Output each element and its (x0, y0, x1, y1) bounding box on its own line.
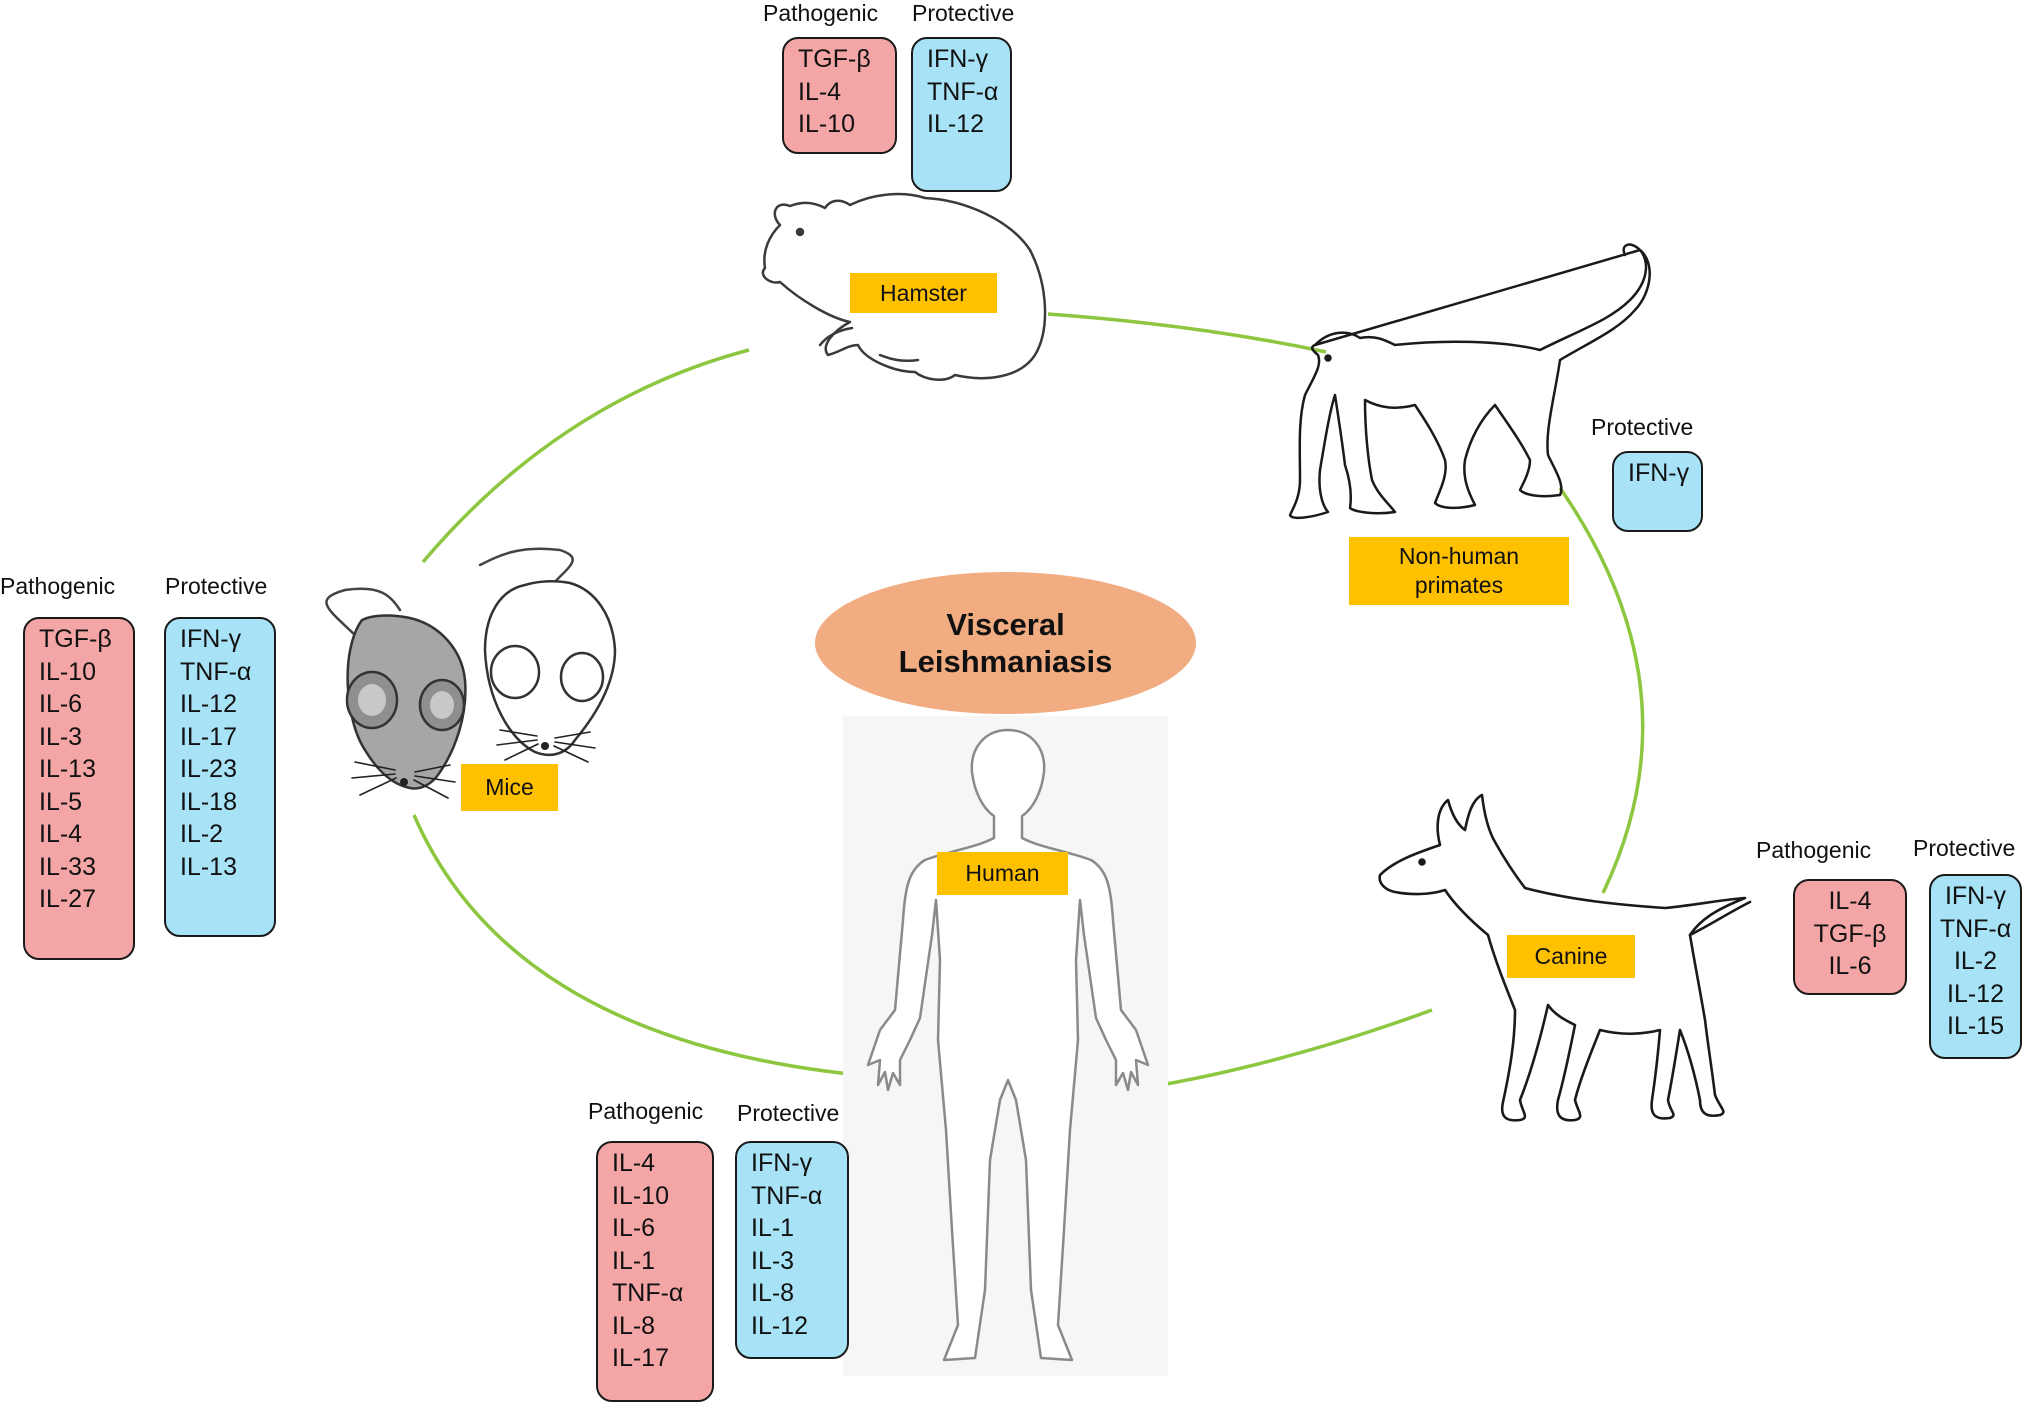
mice-pathogenic-cytokine: IL-4 (39, 820, 83, 848)
diagram-title: Visceral Leishmaniasis (898, 607, 1113, 679)
canine-pathogenic-cytokine: IL-4 (1828, 887, 1872, 915)
host-label-canine: Canine (1507, 935, 1635, 978)
primates-protective-box: IFN-γ (1612, 451, 1703, 532)
human-protective-cytokine: IL-8 (751, 1279, 795, 1307)
mice-pathogenic-cytokine: IL-6 (39, 690, 83, 718)
human-pathogenic-cytokine: IL-17 (612, 1344, 669, 1372)
human-pathogenic-cytokine: IL-1 (612, 1246, 656, 1275)
mice-pathogenic-cytokine: IL-13 (39, 755, 96, 783)
canine-protective-cytokine: IFN-γ (1944, 882, 2007, 910)
canine-protective-cytokine: TNF-α (1939, 914, 2012, 943)
canine-protective-header: Protective (1913, 835, 2016, 861)
human-pathogenic-cytokine: TNF-α (612, 1279, 684, 1307)
primates-protective-header: Protective (1591, 414, 1694, 440)
mice-protective-cytokine: IL-18 (180, 787, 237, 816)
human-silhouette-icon (843, 716, 1168, 1376)
host-label-mice: Mice (461, 764, 558, 811)
mice-pathogenic-cytokine: IL-5 (39, 787, 83, 816)
title-oval: Visceral Leishmaniasis (815, 572, 1196, 714)
host-label-hamster-text: Hamster (880, 279, 967, 306)
host-label-primates-text: Non-human primates (1398, 543, 1520, 598)
hamster-protective-cytokine: IFN-γ (927, 45, 989, 73)
host-label-human: Human (937, 852, 1068, 895)
monkey-icon (1288, 243, 1651, 520)
hamster-protective-cytokine: TNF-α (927, 77, 999, 106)
cycle-arc-primates-to-canine (1558, 487, 1645, 894)
mice-pathogenic-cytokine: IL-10 (39, 657, 96, 686)
mice-protective-cytokine: IL-13 (180, 852, 237, 881)
host-label-human-text: Human (965, 860, 1040, 886)
host-label-primates: Non-human primates (1349, 537, 1569, 605)
mice-protective-cytokine: TNF-α (180, 657, 252, 686)
canine-pathogenic-cytokine: IL-6 (1828, 952, 1872, 980)
canine-pathogenic-header: Pathogenic (1756, 837, 1872, 863)
hamster-pathogenic-cytokine: IL-10 (798, 110, 855, 138)
human-pathogenic-cytokine: IL-4 (612, 1149, 656, 1177)
human-protective-cytokine: IL-3 (751, 1246, 795, 1275)
human-protective-header: Protective (737, 1100, 840, 1126)
mice-protective-cytokine: IL-12 (180, 690, 237, 718)
canine-protective-cytokine: IL-15 (1947, 1012, 2004, 1040)
human-pathogenic-cytokine: IL-10 (612, 1181, 669, 1210)
mice-protective-cytokine: IL-2 (180, 820, 224, 848)
human-pathogenic-cytokine: IL-6 (612, 1214, 656, 1242)
mice-pathogenic-cytokine: TGF-β (39, 625, 112, 653)
cycle-arc-hamster-to-primates (1047, 312, 1327, 354)
host-cycle-ellipse (412, 312, 1645, 1099)
host-label-hamster: Hamster (850, 273, 997, 313)
hamster-pathogenic-header: Pathogenic (763, 0, 879, 26)
canine-protective-cytokine: IL-2 (1953, 947, 1998, 975)
cycle-arc-human-to-mice (412, 814, 926, 1082)
host-label-mice-text: Mice (485, 774, 534, 800)
mice-protective-cytokine: IL-17 (180, 722, 237, 751)
canine-pathogenic-cytokine: TGF-β (1813, 919, 1887, 948)
host-label-canine-text: Canine (1534, 943, 1608, 969)
hamster-icon (761, 192, 1047, 381)
human-protective-cytokine: IL-12 (751, 1311, 808, 1340)
mice-pathogenic-header: Pathogenic (0, 573, 116, 599)
human-protective-cytokine: IFN-γ (751, 1149, 813, 1177)
human-pathogenic-cytokine: IL-8 (612, 1311, 656, 1340)
hamster-pathogenic-cytokine: IL-4 (798, 77, 842, 106)
human-pathogenic-header: Pathogenic (588, 1098, 704, 1124)
cycle-arc-mice-to-hamster (421, 348, 750, 564)
mice-pathogenic-cytokine: IL-3 (39, 722, 83, 751)
mice-protective-cytokine: IFN-γ (180, 625, 242, 653)
human-protective-cytokine: IL-1 (751, 1214, 795, 1242)
dog-icon (1378, 793, 1752, 1122)
hamster-protective-header: Protective (912, 0, 1015, 26)
mice-protective-cytokine: IL-23 (180, 755, 237, 783)
mice-pathogenic-cytokine: IL-27 (39, 885, 96, 913)
human-protective-cytokine: TNF-α (751, 1181, 823, 1210)
primates-protective-cytokine: IFN-γ (1628, 459, 1690, 487)
mice-protective-header: Protective (165, 573, 268, 599)
canine-protective-cytokine: IL-12 (1947, 979, 2004, 1008)
hamster-protective-cytokine: IL-12 (927, 110, 984, 138)
mice-pathogenic-cytokine: IL-33 (39, 852, 96, 881)
hamster-pathogenic-cytokine: TGF-β (798, 45, 871, 73)
mouse-icon (325, 547, 617, 799)
